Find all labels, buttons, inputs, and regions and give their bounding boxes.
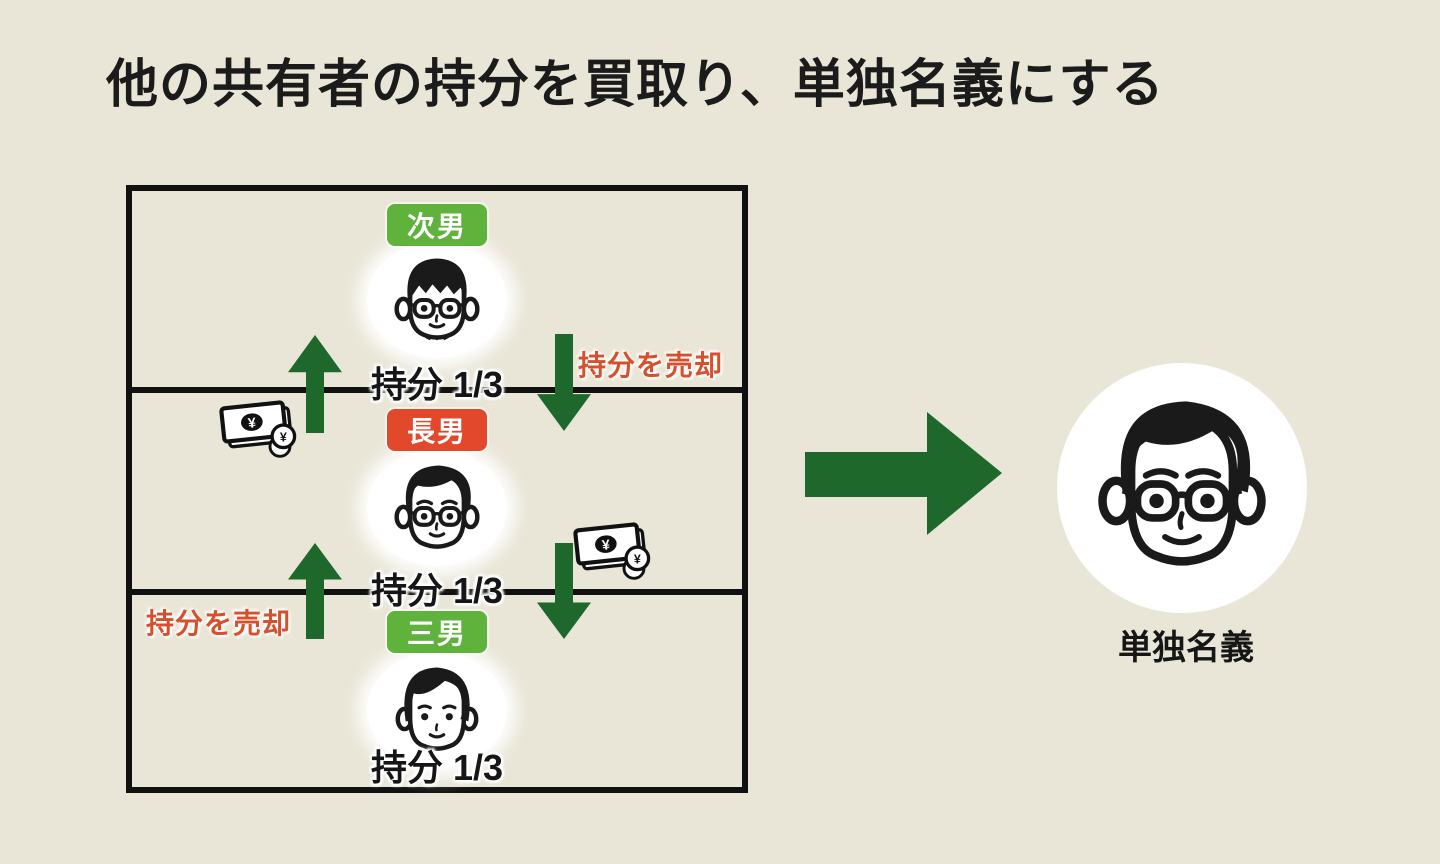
svg-text:¥: ¥ [634, 552, 641, 566]
right-arrow-icon [805, 412, 1002, 535]
money-icon-lower: ¥ ¥ [573, 522, 651, 580]
third-son-avatar-icon [395, 667, 479, 751]
share-label-eldest-son: 持分 1/3 [370, 570, 504, 611]
sole-owner-avatar-icon [1098, 401, 1266, 566]
badge-second-son: 次男 [387, 204, 487, 246]
up-arrow-icon-upper [288, 335, 342, 433]
svg-text:¥: ¥ [601, 537, 611, 554]
svg-text:¥: ¥ [280, 430, 287, 444]
down-arrow-icon-upper [537, 334, 591, 431]
second-son-avatar-icon [394, 258, 480, 341]
svg-text:¥: ¥ [247, 415, 257, 432]
floor-divider-upper [132, 387, 742, 393]
share-label-third-son: 持分 1/3 [370, 747, 504, 788]
down-arrow-icon-lower [537, 543, 591, 639]
shared-ownership-box [126, 185, 748, 793]
badge-eldest-son: 長男 [387, 409, 487, 451]
badge-third-son: 三男 [387, 611, 487, 653]
share-label-second-son: 持分 1/3 [370, 364, 504, 405]
page-title: 他の共有者の持分を買取り、単独名義にする [106, 56, 1165, 114]
sole-owner-label: 単独名義 [1118, 629, 1254, 667]
sell-share-label-lower: 持分を売却 [146, 608, 292, 639]
up-arrow-icon-lower [288, 543, 342, 639]
eldest-son-avatar-icon [394, 465, 480, 549]
floor-divider-lower [132, 589, 742, 595]
money-icon-upper: ¥ ¥ [219, 400, 297, 458]
sell-share-label-upper: 持分を売却 [578, 350, 724, 381]
